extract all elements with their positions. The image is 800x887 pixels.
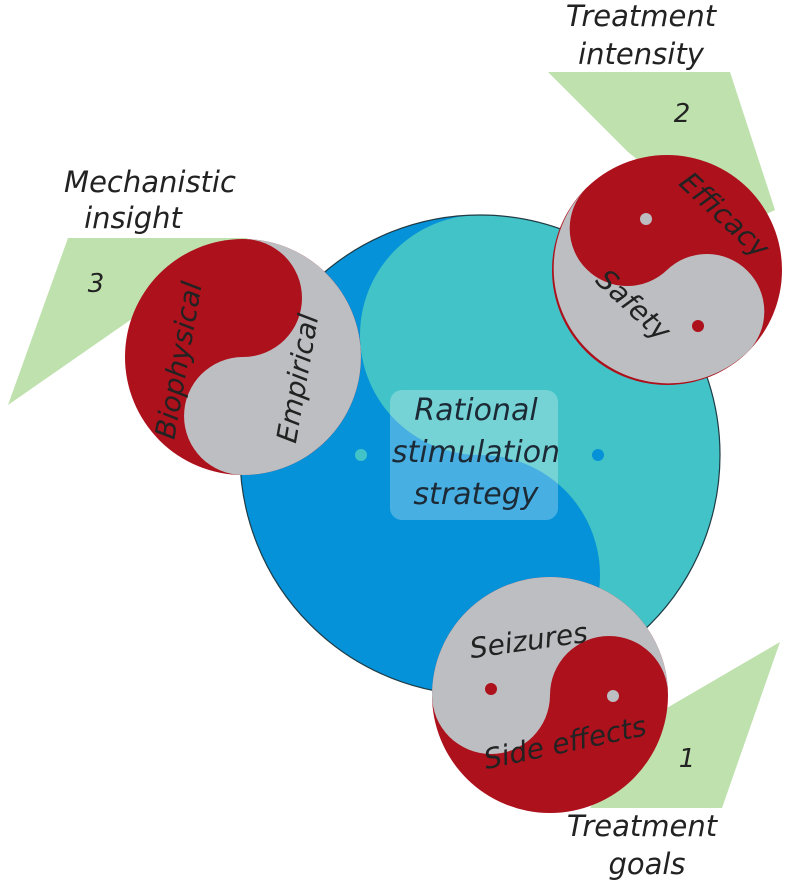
- arrow-number-3: 3: [88, 269, 105, 299]
- yinyang-insight: Biophysical Empirical: [125, 239, 361, 475]
- center-line-2: stimulation: [392, 435, 560, 470]
- title-goals-line-1: Treatment: [567, 809, 719, 843]
- center-line-3: strategy: [413, 477, 539, 512]
- central-dot-blue: [592, 449, 604, 461]
- title-intensity-line-2: intensity: [578, 37, 705, 71]
- central-dot-teal: [355, 449, 367, 461]
- arrow-number-2: 2: [674, 99, 691, 129]
- title-insight-line-1: Mechanistic: [64, 165, 236, 199]
- yinyang-goals: Seizures Side effects: [432, 577, 668, 813]
- center-line-1: Rational: [414, 393, 538, 428]
- title-intensity-line-1: Treatment: [566, 0, 718, 33]
- title-insight-line-2: insight: [84, 201, 183, 235]
- arrow-number-1: 1: [679, 744, 696, 774]
- yinyang-intensity: Efficacy Safety: [552, 155, 782, 385]
- title-goals-line-2: goals: [608, 847, 685, 881]
- center-label-box: [390, 390, 558, 520]
